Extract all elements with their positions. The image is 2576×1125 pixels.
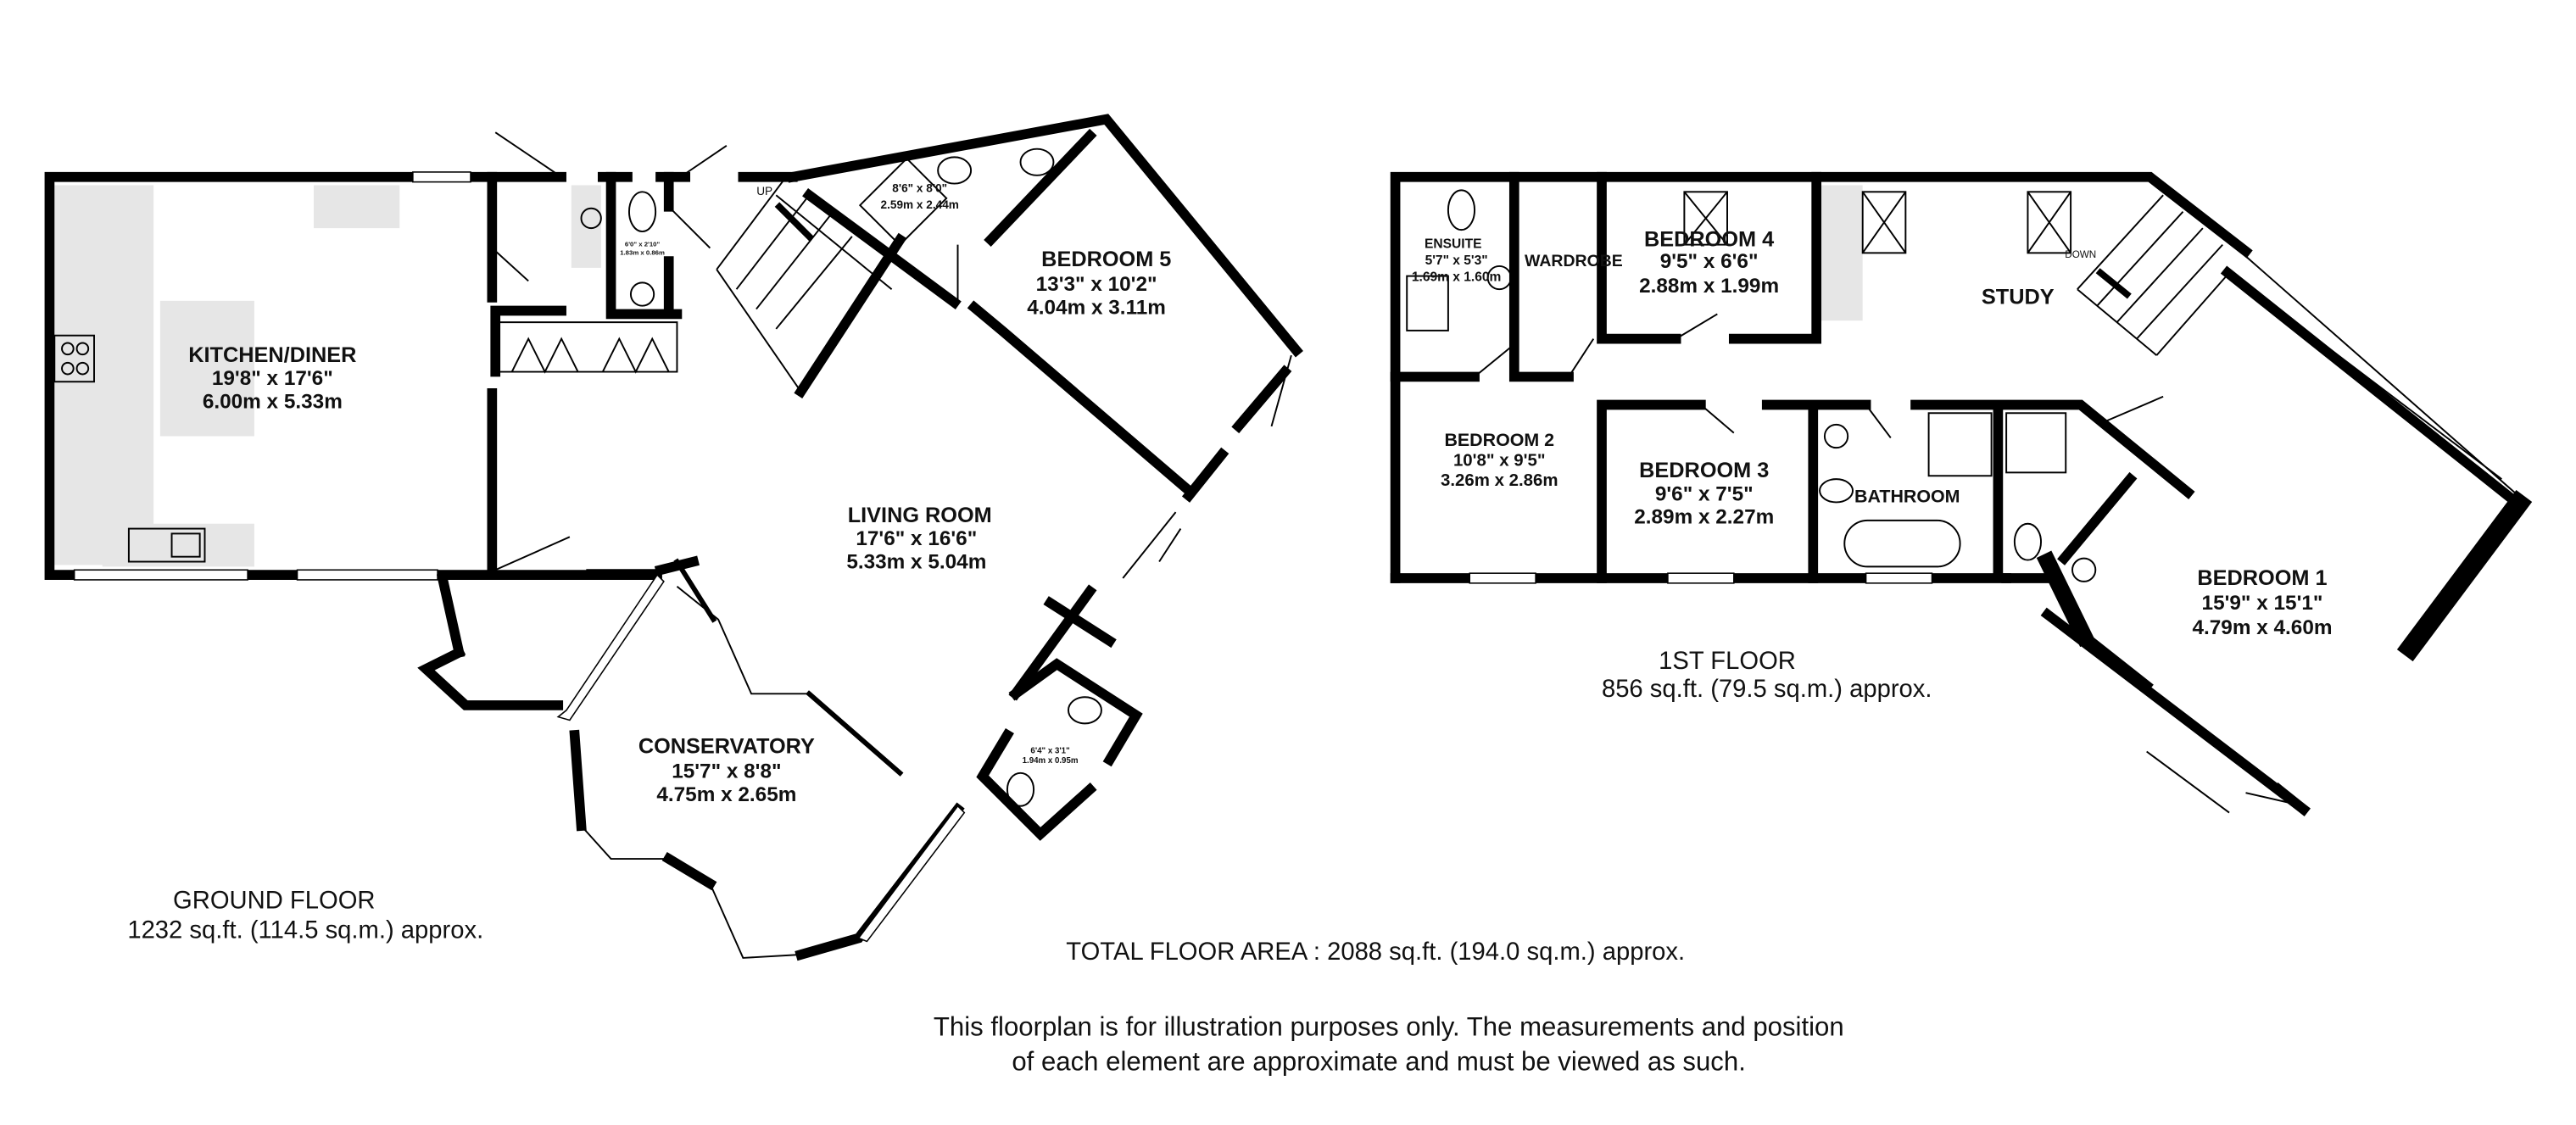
first-floor-plan bbox=[1390, 171, 2533, 816]
room-dims-imperial: 17'6" x 16'6" bbox=[856, 527, 977, 550]
room-label-living: LIVING ROOM 17'6" x 16'6" 5.33m x 5.04m bbox=[846, 504, 991, 574]
conservatory-walls bbox=[417, 558, 966, 961]
wc2-dims-metric: 1.94m x 0.95m bbox=[1023, 756, 1079, 766]
hob-icon bbox=[53, 334, 95, 383]
room-dims-imperial: 15'9" x 15'1" bbox=[2202, 592, 2323, 615]
room-dims-imperial: 15'7" x 8'8" bbox=[672, 760, 781, 783]
room-label-bedroom2: BEDROOM 2 10'8" x 9'5" 3.26m x 2.86m bbox=[1441, 430, 1558, 490]
first-floor-label: 1ST FLOOR bbox=[1659, 648, 1796, 675]
room-dims-metric: 2.88m x 1.99m bbox=[1639, 275, 1779, 298]
room-name: BEDROOM 2 bbox=[1444, 430, 1554, 450]
room-label-conservatory: CONSERVATORY 15'7" x 8'8" 4.75m x 2.65m bbox=[638, 734, 815, 805]
stairs-down-label: DOWN bbox=[2065, 249, 2096, 260]
total-floor-area: TOTAL FLOOR AREA : 2088 sq.ft. (194.0 sq… bbox=[1066, 938, 1685, 966]
wc1-dims-imperial: 6'0" x 2'10" bbox=[625, 241, 661, 248]
room-label-kitchen: KITCHEN/DINER 19'8" x 17'6" 6.00m x 5.33… bbox=[188, 343, 356, 414]
room-dims-metric: 4.04m x 3.11m bbox=[1027, 296, 1166, 319]
ensuite5-dims-metric: 2.59m x 2.44m bbox=[881, 198, 959, 211]
room-dims-imperial: 10'8" x 9'5" bbox=[1453, 451, 1546, 471]
room-dims-imperial: 5'7" x 5'3" bbox=[1425, 253, 1488, 268]
wc2-dims-imperial: 6'4" x 3'1" bbox=[1030, 746, 1069, 755]
room-name: ENSUITE bbox=[1425, 237, 1481, 252]
first-floor-area: 856 sq.ft. (79.5 sq.m.) approx. bbox=[1602, 676, 1932, 703]
room-label-bedroom1: BEDROOM 1 15'9" x 15'1" 4.79m x 4.60m bbox=[2192, 566, 2332, 639]
room-name: KITCHEN/DINER bbox=[188, 343, 356, 367]
room-name: LIVING ROOM bbox=[848, 504, 992, 527]
room-name-study: STUDY bbox=[1982, 286, 2055, 309]
ground-floor-area: 1232 sq.ft. (114.5 sq.m.) approx. bbox=[127, 917, 483, 944]
room-name: BEDROOM 1 bbox=[2197, 566, 2327, 590]
room-dims-metric: 1.69m x 1.60m bbox=[1412, 270, 1502, 284]
disclaimer-line-2: of each element are approximate and must… bbox=[1012, 1046, 1746, 1076]
room-label-bedroom4: BEDROOM 4 9'5" x 6'6" 2.88m x 1.99m bbox=[1639, 228, 1779, 298]
room-dims-metric: 2.89m x 2.27m bbox=[1634, 506, 1774, 529]
room-dims-imperial: 9'5" x 6'6" bbox=[1660, 250, 1759, 273]
disclaimer-line-1: This floorplan is for illustration purpo… bbox=[934, 1011, 1844, 1041]
room-dims-metric: 6.00m x 5.33m bbox=[203, 390, 343, 413]
room-dims-metric: 4.75m x 2.65m bbox=[656, 783, 796, 806]
ground-floor-label: GROUND FLOOR bbox=[173, 887, 376, 914]
room-name: BEDROOM 3 bbox=[1639, 459, 1769, 482]
room-label-bedroom5: BEDROOM 5 13'3" x 10'2" 4.04m x 3.11m bbox=[1027, 248, 1171, 319]
wc1-dims-metric: 1.83m x 0.86m bbox=[620, 248, 665, 256]
room-dims-metric: 5.33m x 5.04m bbox=[846, 550, 986, 573]
sink-icon bbox=[127, 527, 206, 563]
room-name-wardrobe: WARDROBE bbox=[1525, 252, 1623, 270]
ground-floor-plan bbox=[44, 114, 1303, 961]
room-dims-imperial: 13'3" x 10'2" bbox=[1036, 273, 1157, 296]
room-dims-imperial: 9'6" x 7'5" bbox=[1655, 482, 1754, 505]
stairs-up-label: UP bbox=[756, 185, 772, 198]
room-dims-metric: 3.26m x 2.86m bbox=[1441, 471, 1558, 490]
room-name: BEDROOM 5 bbox=[1041, 248, 1171, 271]
staircase-ground bbox=[716, 176, 893, 393]
room-label-ensuite: ENSUITE 5'7" x 5'3" 1.69m x 1.60m bbox=[1412, 237, 1502, 285]
room-label-bedroom3: BEDROOM 3 9'6" x 7'5" 2.89m x 2.27m bbox=[1634, 459, 1774, 529]
room-name-bathroom: BATHROOM bbox=[1854, 486, 1960, 506]
room-name: CONSERVATORY bbox=[638, 734, 815, 758]
room-dims-metric: 4.79m x 4.60m bbox=[2192, 616, 2332, 639]
room-name: BEDROOM 4 bbox=[1644, 228, 1774, 252]
ensuite5-dims-imperial: 8'6" x 8'0" bbox=[892, 181, 947, 194]
staircase-first bbox=[2077, 194, 2230, 356]
room-dims-imperial: 19'8" x 17'6" bbox=[212, 367, 333, 390]
